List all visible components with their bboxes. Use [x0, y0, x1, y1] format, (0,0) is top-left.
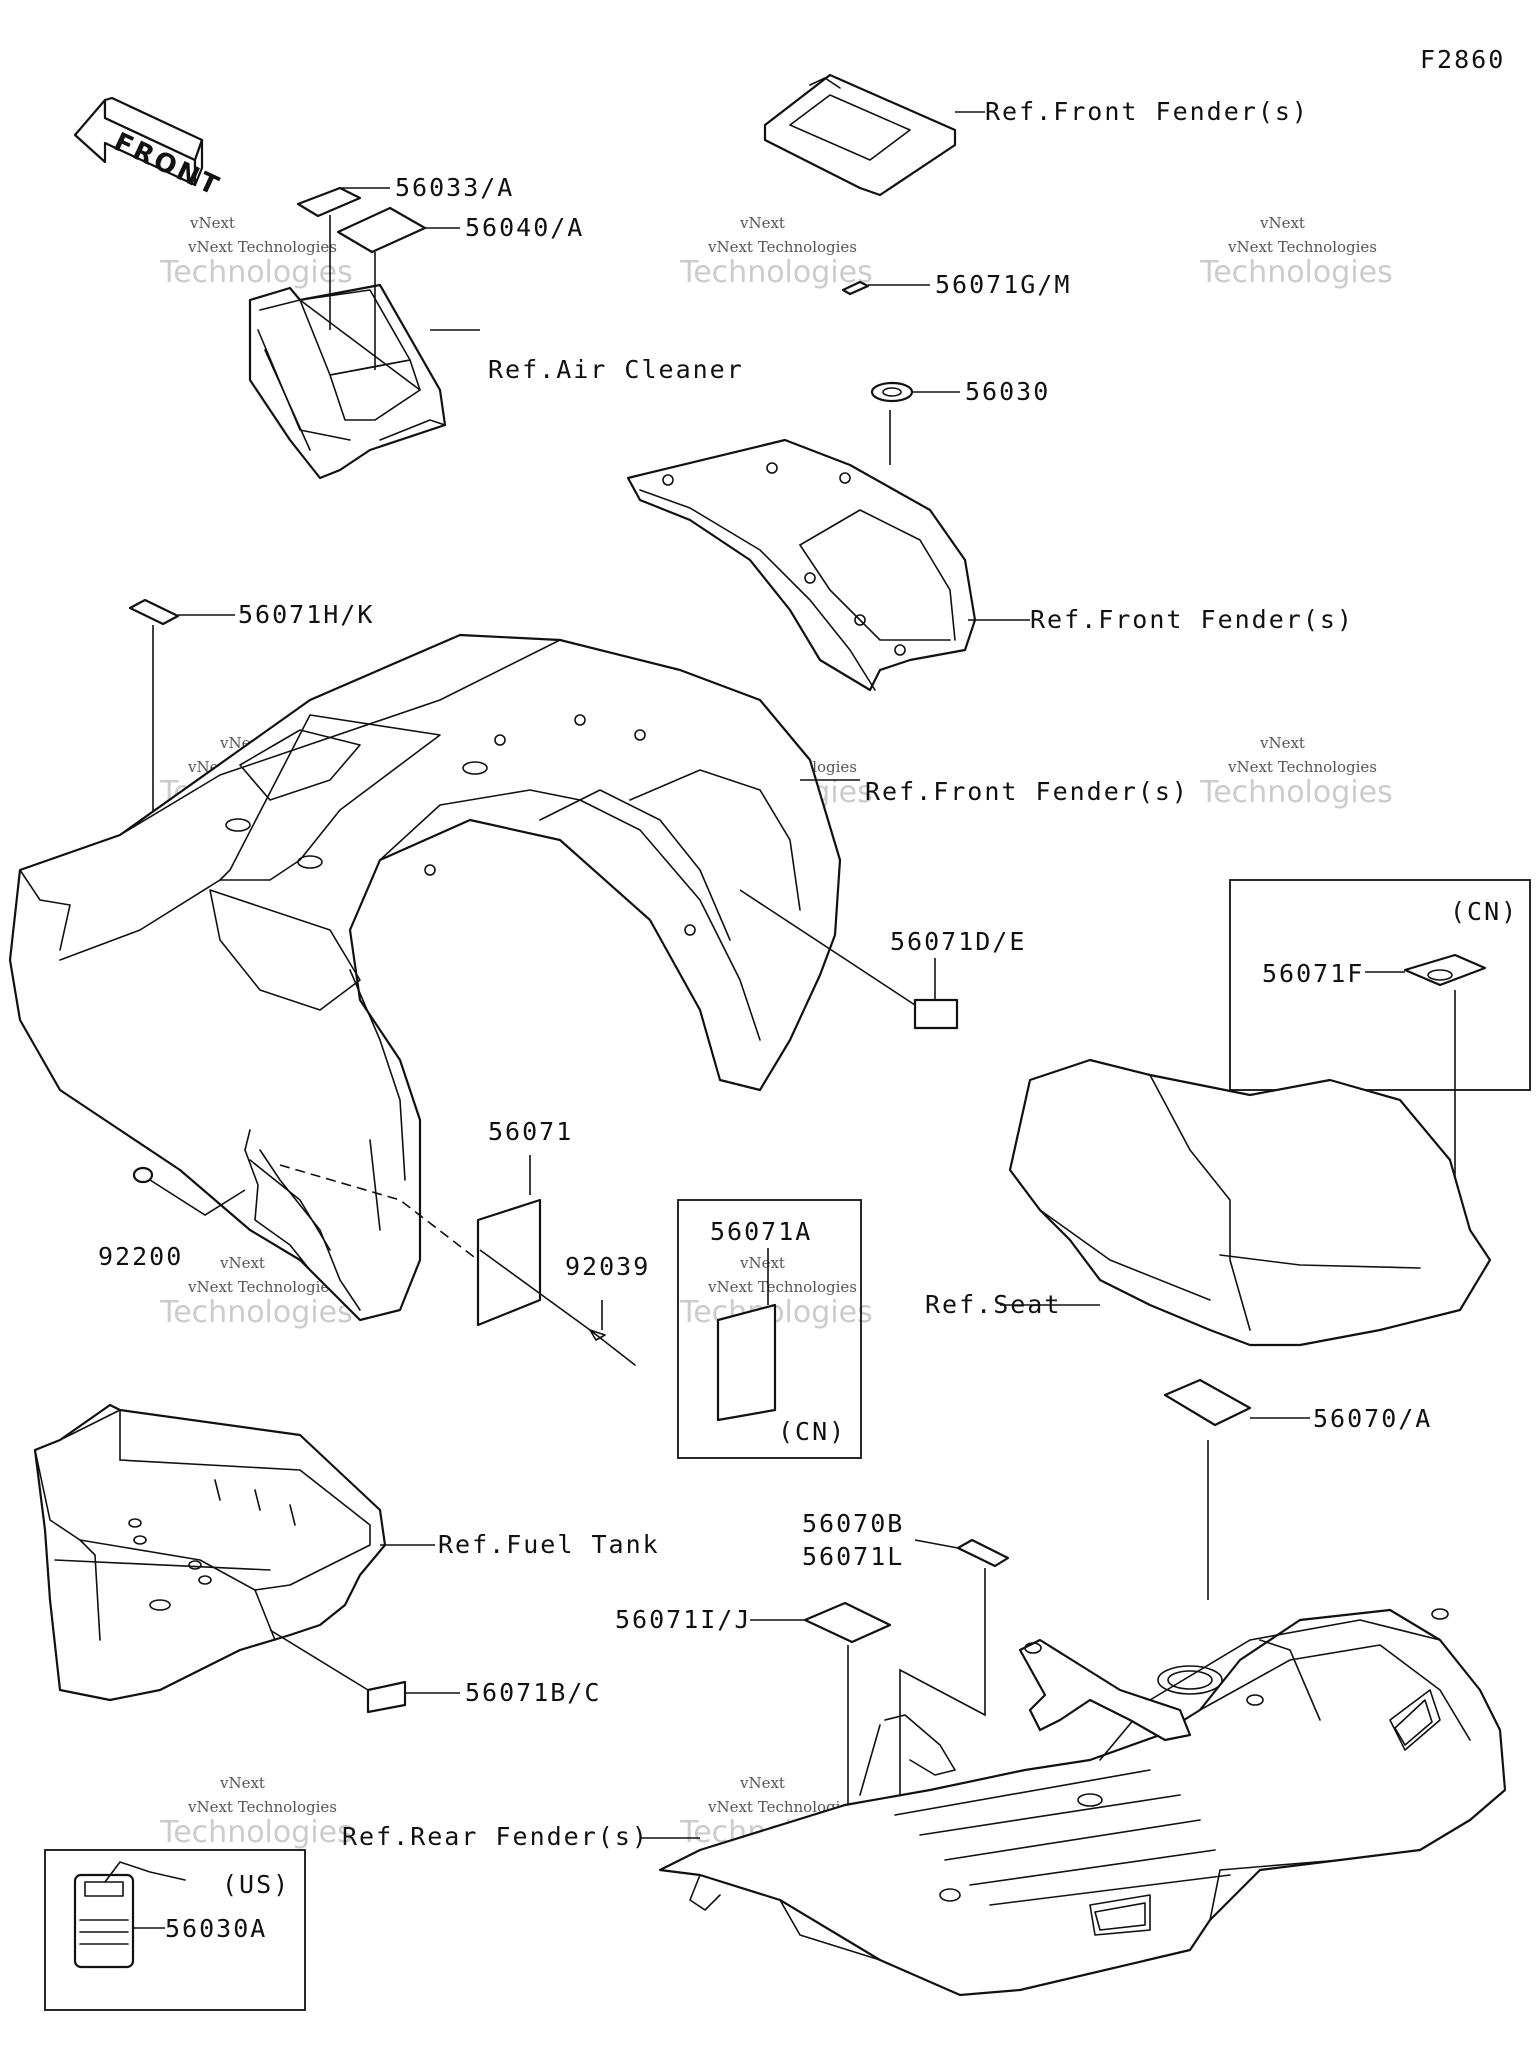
cn-label-top: (CN)	[1450, 897, 1518, 926]
watermark-line1: vNext Technologies	[707, 1798, 857, 1816]
watermark: Technologies vNext vNext Technologies	[1199, 734, 1393, 810]
seat	[1008, 1058, 1492, 1347]
part-number-56033a: 56033/A	[395, 173, 514, 202]
label-56033a-part	[296, 186, 362, 218]
grommet-56030-part	[870, 381, 914, 403]
leader-92039-link	[479, 1249, 591, 1331]
part-number-56071ij: 56071I/J	[615, 1605, 751, 1634]
label-56071ij-part	[803, 1601, 892, 1644]
part-number-56040a: 56040/A	[465, 213, 584, 242]
tag-56030a-part	[73, 1861, 186, 1969]
label-56071gm-part	[841, 280, 870, 296]
watermark: Technologies vNext vNext Technologies	[159, 1774, 353, 1850]
part-number-56071l: 56071L	[802, 1542, 904, 1571]
leader-56070b-down	[899, 1568, 986, 1860]
diagram-code: F2860	[1420, 45, 1505, 74]
watermark-line1: vNext Technologies	[1227, 238, 1377, 256]
part-number-56071f: 56071F	[1262, 959, 1364, 988]
watermark-line2: Technologies	[679, 255, 873, 290]
part-number-92039: 92039	[565, 1252, 650, 1281]
watermark: Technologies vNext vNext Technologies	[679, 214, 873, 290]
part-number-56071gm: 56071G/M	[935, 270, 1071, 299]
grommet-92200-part	[132, 1166, 154, 1184]
ref-air-cleaner: Ref.Air Cleaner	[488, 355, 744, 384]
front-fender-side-piece	[626, 438, 977, 692]
part-number-56030: 56030	[965, 377, 1050, 406]
part-number-56071a: 56071A	[710, 1217, 812, 1246]
front-direction-arrow: FRONT	[73, 96, 225, 203]
watermark-badge: vNext	[739, 1254, 785, 1272]
us-inset-box	[44, 1849, 306, 2011]
leader-56071bc-tank	[269, 1629, 369, 1691]
us-label: (US)	[222, 1870, 290, 1899]
front-fender-main-body	[8, 633, 842, 1322]
watermark-line1: vNext Technologies	[187, 1278, 337, 1296]
part-number-56071de: 56071D/E	[890, 927, 1026, 956]
label-56070b-56071l-part	[956, 1538, 1010, 1568]
watermark: Technologies vNext vNext Technologies	[159, 1254, 353, 1330]
front-fender-top-piece	[763, 73, 957, 197]
watermark-badge: vNext	[1259, 214, 1305, 232]
part-number-92200: 92200	[98, 1242, 183, 1271]
watermark-badge: vNext	[219, 1774, 265, 1792]
cn-inset-box-top	[1229, 879, 1531, 1091]
watermark-line1: vNext Technologies	[187, 238, 337, 256]
watermark-badge: vNext	[739, 214, 785, 232]
watermark-line1: vNext Technologies	[707, 1278, 857, 1296]
air-cleaner-cover	[248, 283, 447, 480]
fuel-tank	[33, 1403, 387, 1702]
ref-fuel-tank: Ref.Fuel Tank	[438, 1530, 660, 1559]
clip-92039-part	[589, 1329, 636, 1366]
label-56071a-part	[716, 1303, 777, 1422]
leader-56071-dashed	[279, 1164, 479, 1261]
leader-56071de-fender	[739, 889, 916, 1006]
label-56071-part	[476, 1198, 542, 1327]
watermark-badge: vNext	[219, 1254, 265, 1272]
ref-rear-fender: Ref.Rear Fender(s)	[342, 1822, 649, 1851]
part-number-56070a: 56070/A	[1313, 1404, 1432, 1433]
watermark-line2: Technologies	[1199, 775, 1393, 810]
watermark-line2: Technologies	[159, 1815, 353, 1850]
ref-front-fender-mid: Ref.Front Fender(s)	[1030, 605, 1354, 634]
leader-56070b	[914, 1539, 959, 1549]
label-56070a-part	[1163, 1378, 1252, 1427]
watermark-line1: vNext Technologies	[187, 1798, 337, 1816]
ref-front-fender-main: Ref.Front Fender(s)	[865, 777, 1189, 806]
watermark-line2: Technologies	[1199, 255, 1393, 290]
part-number-56070b: 56070B	[802, 1509, 904, 1538]
watermark-badge: vNext	[189, 214, 235, 232]
ref-front-fender-top: Ref.Front Fender(s)	[985, 97, 1309, 126]
cn-inset-box-mid	[677, 1199, 862, 1459]
watermark: Technologies vNext vNext Technologies	[159, 214, 353, 290]
watermark-line1: vNext Technologies	[707, 238, 857, 256]
watermark-line1: vNext Technologies	[1227, 758, 1377, 776]
watermark-badge: vNext	[1259, 734, 1305, 752]
label-56071hk-part	[128, 598, 180, 626]
watermark-line2: Technologies	[159, 1295, 353, 1330]
rear-fender	[658, 1608, 1507, 1997]
part-number-56030a: 56030A	[165, 1914, 267, 1943]
watermark: Technologies vNext vNext Technologies	[1199, 214, 1393, 290]
label-56040a-part	[336, 206, 427, 254]
part-number-56071hk: 56071H/K	[238, 600, 374, 629]
watermark-badge: vNext	[739, 1774, 785, 1792]
ref-seat: Ref.Seat	[925, 1290, 1061, 1319]
part-number-56071bc: 56071B/C	[465, 1678, 601, 1707]
label-56071bc-part	[366, 1680, 407, 1714]
watermark-line2: Technologies	[159, 255, 353, 290]
label-56071de-part	[913, 998, 959, 1030]
part-number-56071: 56071	[488, 1117, 573, 1146]
cn-label-mid: (CN)	[778, 1417, 846, 1446]
leader-92200	[149, 1179, 246, 1216]
